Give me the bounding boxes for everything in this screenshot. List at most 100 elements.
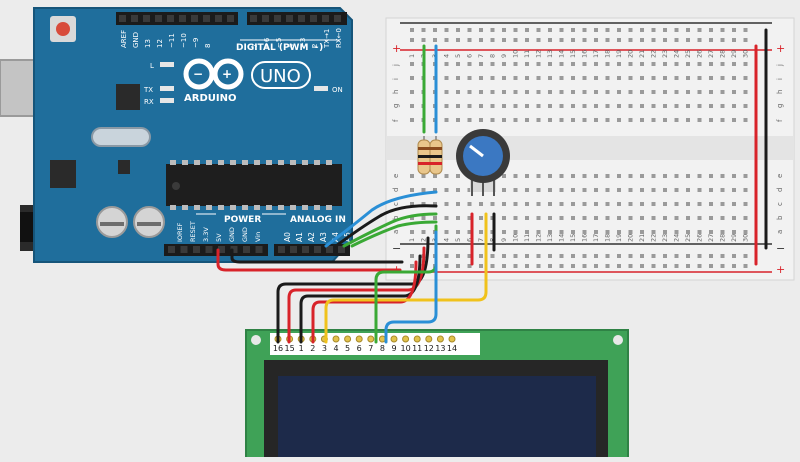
breadboard-hole: [720, 62, 725, 66]
analog-pin-label: A0: [283, 232, 292, 242]
breadboard-hole: [502, 230, 506, 234]
breadboard-hole: [743, 104, 748, 108]
breadboard-hole: [410, 38, 414, 42]
column-number: 9: [500, 238, 508, 242]
column-number: 22: [650, 50, 658, 58]
breadboard-hole: [732, 90, 736, 94]
breadboard-hole: [605, 62, 610, 66]
led-label-tx: TX: [143, 86, 153, 94]
analog-pin-label: A2: [307, 232, 316, 242]
breadboard-hole: [513, 76, 518, 80]
lcd-pin-label: 6: [357, 344, 362, 353]
chip-pin: [326, 160, 332, 165]
breadboard-hole: [617, 230, 621, 234]
row-letter: c: [392, 202, 400, 206]
breadboard-hole: [732, 28, 736, 32]
breadboard-hole: [456, 90, 460, 94]
breadboard-hole: [697, 202, 702, 206]
breadboard-hole: [467, 62, 472, 66]
breadboard-hole: [479, 216, 483, 220]
breadboard-hole: [559, 38, 564, 42]
lcd-pin: [413, 335, 421, 343]
power-pin-label: IOREF: [176, 222, 184, 242]
breadboard-hole: [410, 118, 414, 122]
power-pin-label: GND: [228, 227, 236, 242]
lcd-pin-label: 5: [345, 344, 350, 353]
breadboard-hole: [640, 118, 644, 122]
lcd-display-module[interactable]: [245, 329, 629, 462]
chip-pin: [182, 160, 188, 165]
potentiometer[interactable]: [456, 129, 510, 196]
breadboard-hole: [617, 188, 621, 192]
column-number: 24: [673, 234, 681, 242]
breadboard-hole: [548, 230, 552, 234]
column-number: 30: [742, 50, 750, 58]
breadboard-hole: [674, 76, 679, 80]
column-number: 29: [730, 50, 738, 58]
breadboard-hole: [594, 38, 598, 42]
lcd-pin-label: 10: [401, 344, 411, 353]
breadboard-hole: [720, 202, 725, 206]
breadboard-hole: [651, 76, 656, 80]
breadboard-hole: [686, 230, 690, 234]
rail-minus-label-br: −: [776, 242, 785, 255]
column-number: 6: [466, 238, 474, 242]
chip-pin: [266, 205, 272, 210]
breadboard-hole: [674, 90, 679, 94]
breadboard-hole: [663, 254, 667, 258]
power-pin-label: Vin: [254, 232, 262, 242]
breadboard-hole: [709, 202, 713, 206]
breadboard-hole: [743, 76, 748, 80]
reset-button-cap[interactable]: [56, 22, 70, 36]
column-number: 20: [627, 50, 635, 58]
breadboard-hole: [548, 202, 552, 206]
breadboard-hole: [456, 28, 460, 32]
breadboard-hole: [479, 76, 483, 80]
voltage-regulator: [50, 160, 76, 188]
breadboard-hole: [571, 188, 575, 192]
breadboard-hole: [743, 202, 748, 206]
breadboard-hole: [663, 90, 667, 94]
breadboard[interactable]: + + + + − − 1122334455667788991010111112…: [385, 17, 795, 281]
breadboard-hole: [571, 264, 575, 268]
pin-socket: [310, 15, 317, 22]
breadboard-hole: [582, 174, 587, 178]
pin-socket: [274, 15, 281, 22]
breadboard-hole: [525, 28, 529, 32]
breadboard-hole: [548, 188, 552, 192]
breadboard-hole: [663, 174, 667, 178]
rail-minus-label-bl: −: [392, 242, 401, 255]
breadboard-hole: [559, 104, 564, 108]
column-number: 15: [569, 50, 577, 58]
chip-pin: [194, 205, 200, 210]
column-number: 20: [627, 234, 635, 242]
digital-pin-label: 12: [156, 39, 164, 48]
column-number: 27: [707, 50, 715, 58]
row-letter: h: [392, 90, 400, 94]
breadboard-hole: [640, 174, 644, 178]
breadboard-hole: [732, 62, 736, 66]
row-letter: i: [392, 78, 400, 80]
chip-pin: [290, 205, 296, 210]
breadboard-hole: [456, 216, 460, 220]
breadboard-hole: [582, 104, 587, 108]
breadboard-hole: [686, 174, 690, 178]
breadboard-hole: [490, 202, 495, 206]
breadboard-hole: [732, 188, 736, 192]
row-letter: g: [776, 104, 784, 108]
column-number: 23: [661, 234, 669, 242]
breadboard-labels: 1122334455667788991010111112121313141415…: [392, 50, 784, 242]
breadboard-hole: [628, 76, 633, 80]
digital-pin-label: 8: [204, 44, 212, 48]
breadboard-hole: [732, 174, 736, 178]
breadboard-hole: [536, 264, 541, 268]
breadboard-hole: [421, 230, 426, 234]
breadboard-hole: [651, 38, 656, 42]
digital-header-label: DIGITAL (PWM ~): [236, 43, 323, 53]
breadboard-hole: [456, 118, 460, 122]
resistors[interactable]: [417, 136, 443, 178]
breadboard-hole: [467, 254, 472, 258]
breadboard-hole: [732, 264, 736, 268]
breadboard-hole: [732, 216, 736, 220]
